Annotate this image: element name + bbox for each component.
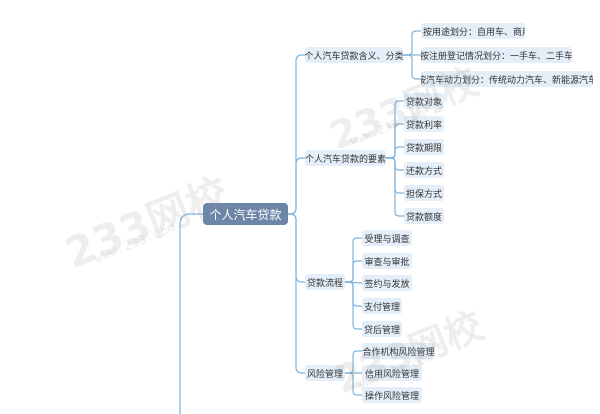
root-node[interactable]: 个人汽车贷款 [203, 203, 288, 225]
leaf-node-sign-issue[interactable]: 签约与发放 [362, 275, 412, 291]
branch-node-risk[interactable]: 风险管理 [305, 365, 345, 381]
root-incoming-line [179, 213, 203, 414]
leaf-node-loan-rate[interactable]: 贷款利率 [404, 116, 444, 132]
leaf-node-by-power[interactable]: 按汽车动力划分：传统动力汽车、新能源汽车 [421, 71, 593, 87]
leaf-node-loan-amount[interactable]: 贷款额度 [404, 208, 444, 224]
leaf-node-guarantee[interactable]: 担保方式 [404, 185, 444, 201]
leaf-connector-3-2 [345, 372, 362, 396]
leaf-node-by-registration[interactable]: 按注册登记情况划分：一手车、二手车 [421, 47, 572, 63]
branch-connector-3 [288, 213, 305, 374]
branch-node-definition[interactable]: 个人汽车贷款含义、分类 [305, 47, 403, 63]
leaf-node-partner-risk[interactable]: 合作机构风险管理 [362, 343, 435, 359]
branch-connector-1 [288, 157, 305, 215]
leaf-node-operational-risk[interactable]: 操作风险管理 [362, 387, 422, 403]
leaf-node-payment-mgmt[interactable]: 支付管理 [362, 298, 402, 314]
leaf-node-accept-investigate[interactable]: 受理与调查 [362, 230, 412, 246]
leaf-connector-3-0 [345, 350, 362, 374]
branch-node-elements[interactable]: 个人汽车贷款的要素 [305, 150, 386, 166]
leaf-node-post-loan-mgmt[interactable]: 贷后管理 [362, 321, 402, 337]
leaf-connector-0-2 [403, 54, 421, 80]
leaf-node-review-approve[interactable]: 审查与审批 [362, 253, 412, 269]
leaf-node-loan-term[interactable]: 贷款期限 [404, 139, 444, 155]
leaf-connector-1-2 [386, 146, 404, 159]
leaf-node-credit-risk[interactable]: 信用风险管理 [362, 365, 422, 381]
leaf-node-loan-object[interactable]: 贷款对象 [404, 93, 444, 109]
leaf-connector-2-4 [345, 281, 362, 330]
leaf-connector-2-1 [345, 260, 362, 283]
leaf-connector-1-5 [386, 157, 404, 217]
leaf-node-repayment[interactable]: 还款方式 [404, 162, 444, 178]
leaf-node-by-purpose[interactable]: 按用途划分：自用车、商用 [421, 23, 525, 39]
leaf-connector-0-0 [403, 30, 421, 56]
branch-node-process[interactable]: 贷款流程 [305, 274, 345, 290]
